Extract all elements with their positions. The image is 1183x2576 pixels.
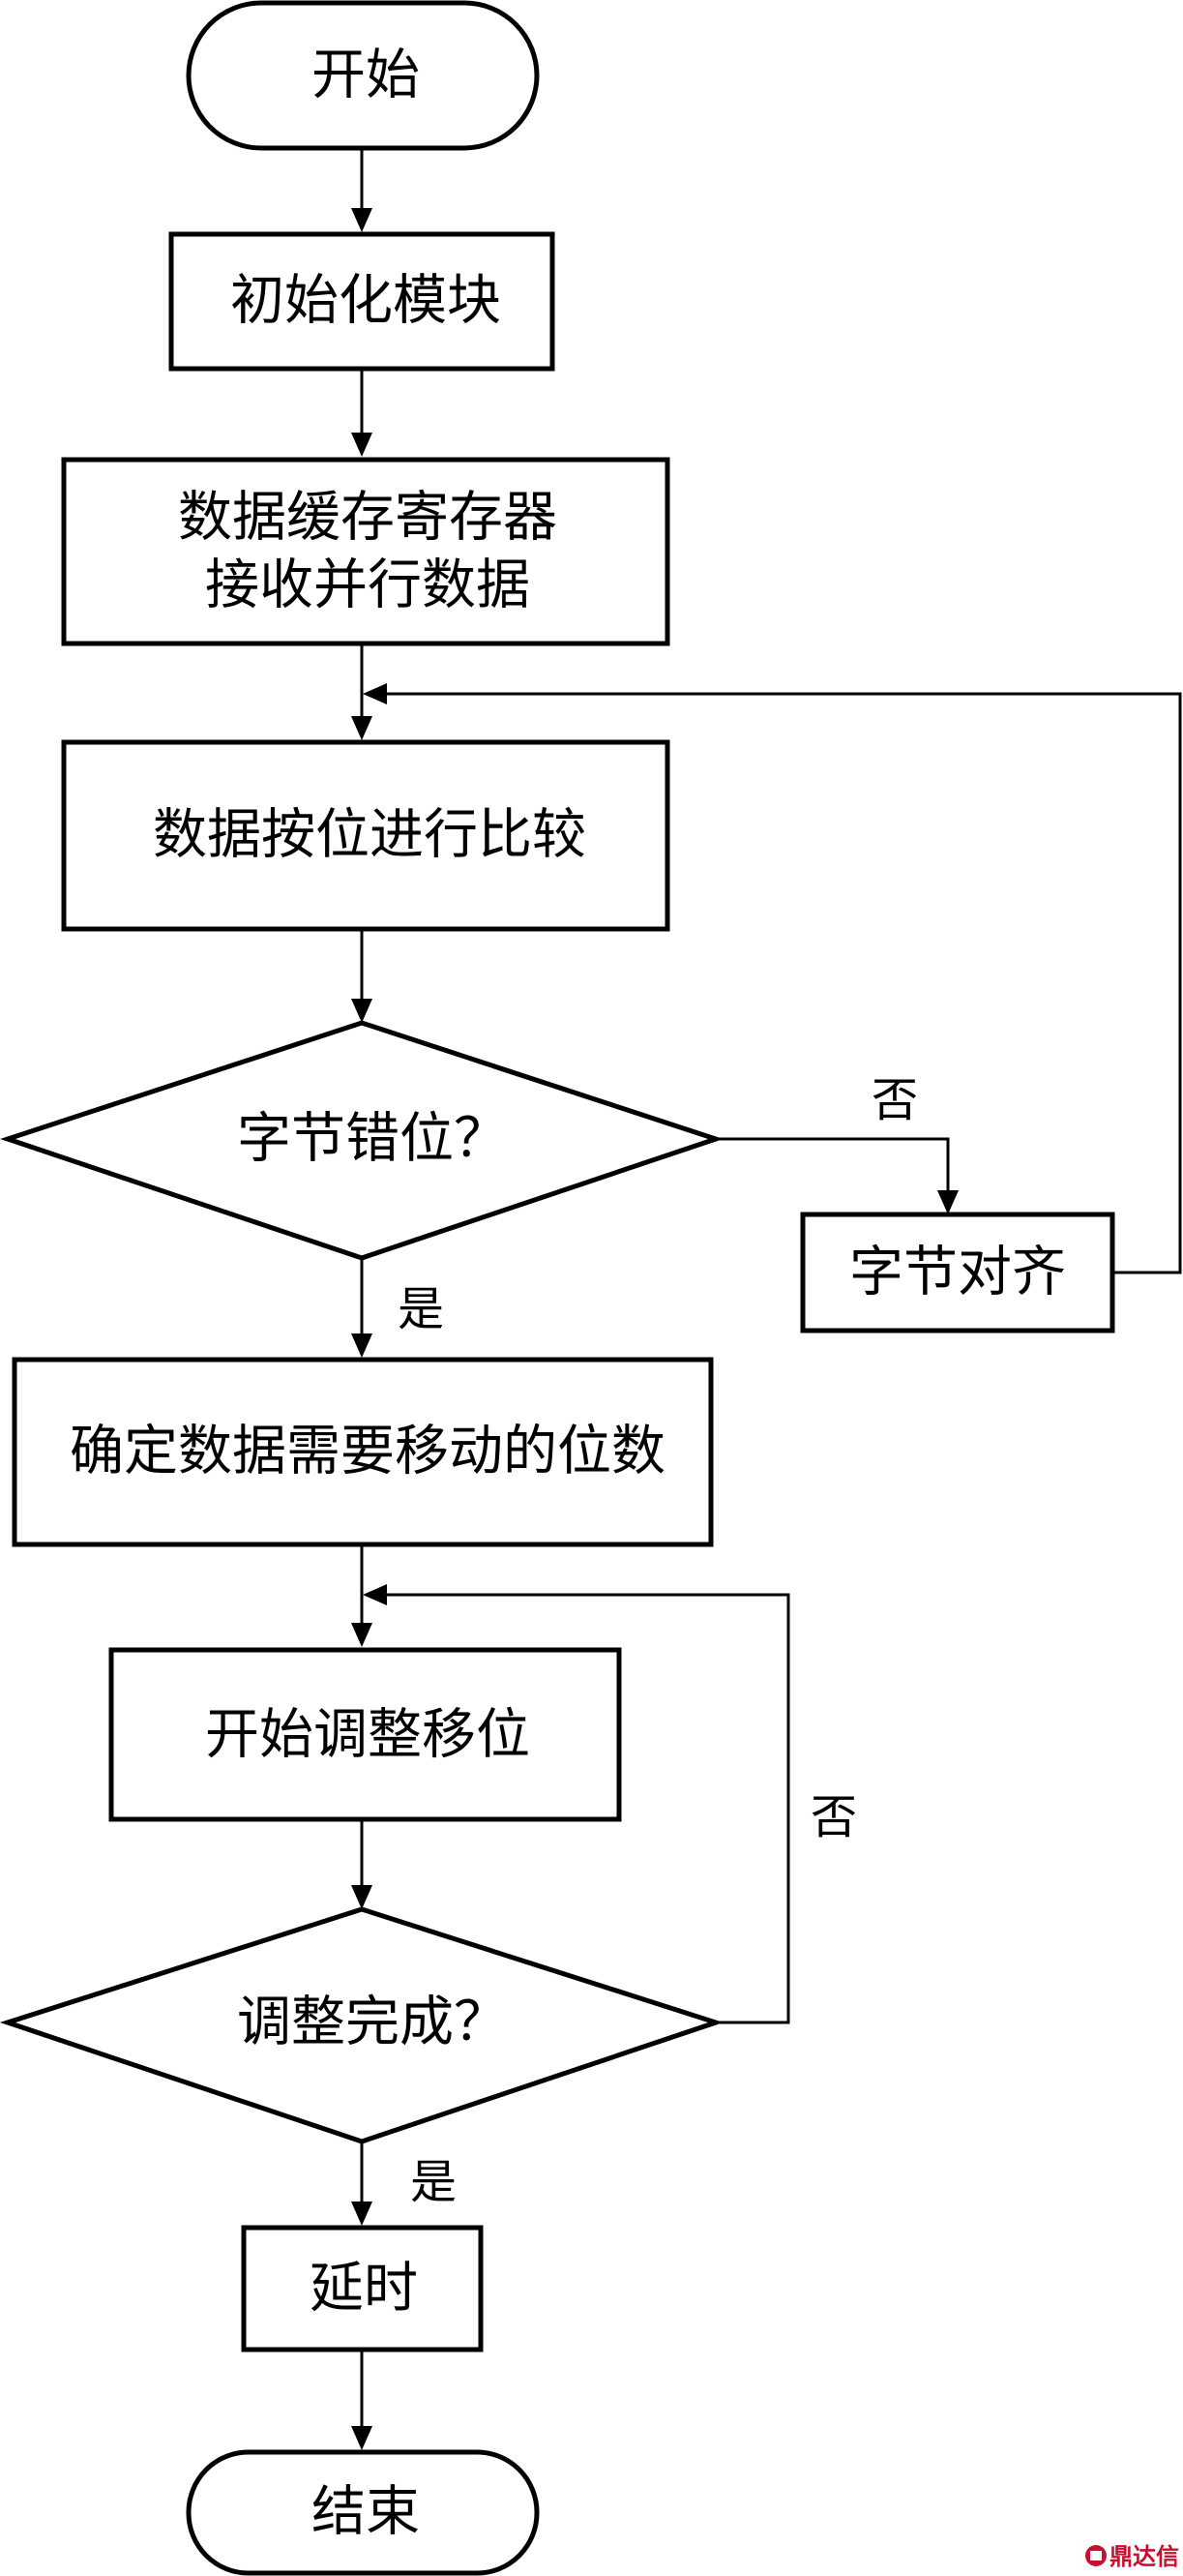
misaligned-no-label: 否 bbox=[872, 1073, 918, 1127]
arrowhead bbox=[351, 716, 372, 740]
start-shift-label: 开始调整移位 bbox=[205, 1704, 530, 1767]
byte-align-box bbox=[800, 1212, 1115, 1333]
delay-label: 延时 bbox=[310, 2258, 418, 2321]
compare-box bbox=[61, 739, 670, 932]
done-yes-label: 是 bbox=[410, 2155, 457, 2209]
delay-box bbox=[241, 2225, 484, 2352]
connector-done-no bbox=[387, 1593, 790, 2024]
misaligned-yes-label: 是 bbox=[398, 1282, 444, 1336]
receive-label-line1: 数据缓存寄存器 bbox=[178, 487, 557, 550]
arrowhead bbox=[351, 1333, 372, 1358]
edge-labels: 否 是 否 是 bbox=[398, 1073, 918, 2209]
compare-label: 数据按位进行比较 bbox=[153, 804, 586, 867]
arrowhead bbox=[351, 1885, 372, 1909]
adjust-done-decision bbox=[0, 1906, 725, 2144]
receive-data-box bbox=[61, 457, 670, 646]
watermark: 鼎达信 bbox=[1085, 2543, 1179, 2570]
watermark-text: 鼎达信 bbox=[1109, 2543, 1179, 2570]
determine-shift-label: 确定数据需要移动的位数 bbox=[70, 1421, 665, 1483]
end-terminal bbox=[186, 2449, 540, 2576]
init-module-label: 初始化模块 bbox=[230, 270, 501, 333]
connector-misaligned-no bbox=[716, 1137, 950, 1190]
connectors bbox=[351, 148, 1182, 2450]
arrowhead bbox=[351, 208, 372, 232]
connector-align-loop bbox=[387, 692, 1182, 1274]
byte-align-label: 字节对齐 bbox=[849, 1242, 1066, 1304]
arrowhead bbox=[351, 2202, 372, 2226]
nodes bbox=[0, 0, 1115, 2576]
arrowhead bbox=[351, 1623, 372, 1647]
end-label: 结束 bbox=[311, 2481, 420, 2544]
arrowhead bbox=[351, 2426, 372, 2450]
node-labels: 开始 初始化模块 数据缓存寄存器 接收并行数据 数据按位进行比较 字节错位？ 字… bbox=[70, 45, 1066, 2544]
byte-misaligned-label: 字节错位？ bbox=[237, 1108, 508, 1171]
arrowhead bbox=[363, 1584, 387, 1605]
arrowhead bbox=[351, 999, 372, 1023]
arrowhead bbox=[937, 1190, 959, 1214]
done-no-label: 否 bbox=[811, 1790, 857, 1844]
start-shift-box bbox=[108, 1647, 622, 1822]
adjust-done-label: 调整完成？ bbox=[237, 1992, 508, 2054]
arrowhead bbox=[351, 433, 372, 457]
arrowhead bbox=[363, 683, 387, 704]
byte-misaligned-decision bbox=[0, 1020, 724, 1261]
start-label: 开始 bbox=[311, 45, 420, 107]
init-module-box bbox=[168, 231, 555, 372]
receive-label-line2: 接收并行数据 bbox=[205, 554, 530, 617]
watermark-logo-inner-icon bbox=[1090, 2551, 1102, 2561]
determine-shift-box bbox=[12, 1357, 714, 1547]
start-terminal bbox=[186, 0, 540, 151]
